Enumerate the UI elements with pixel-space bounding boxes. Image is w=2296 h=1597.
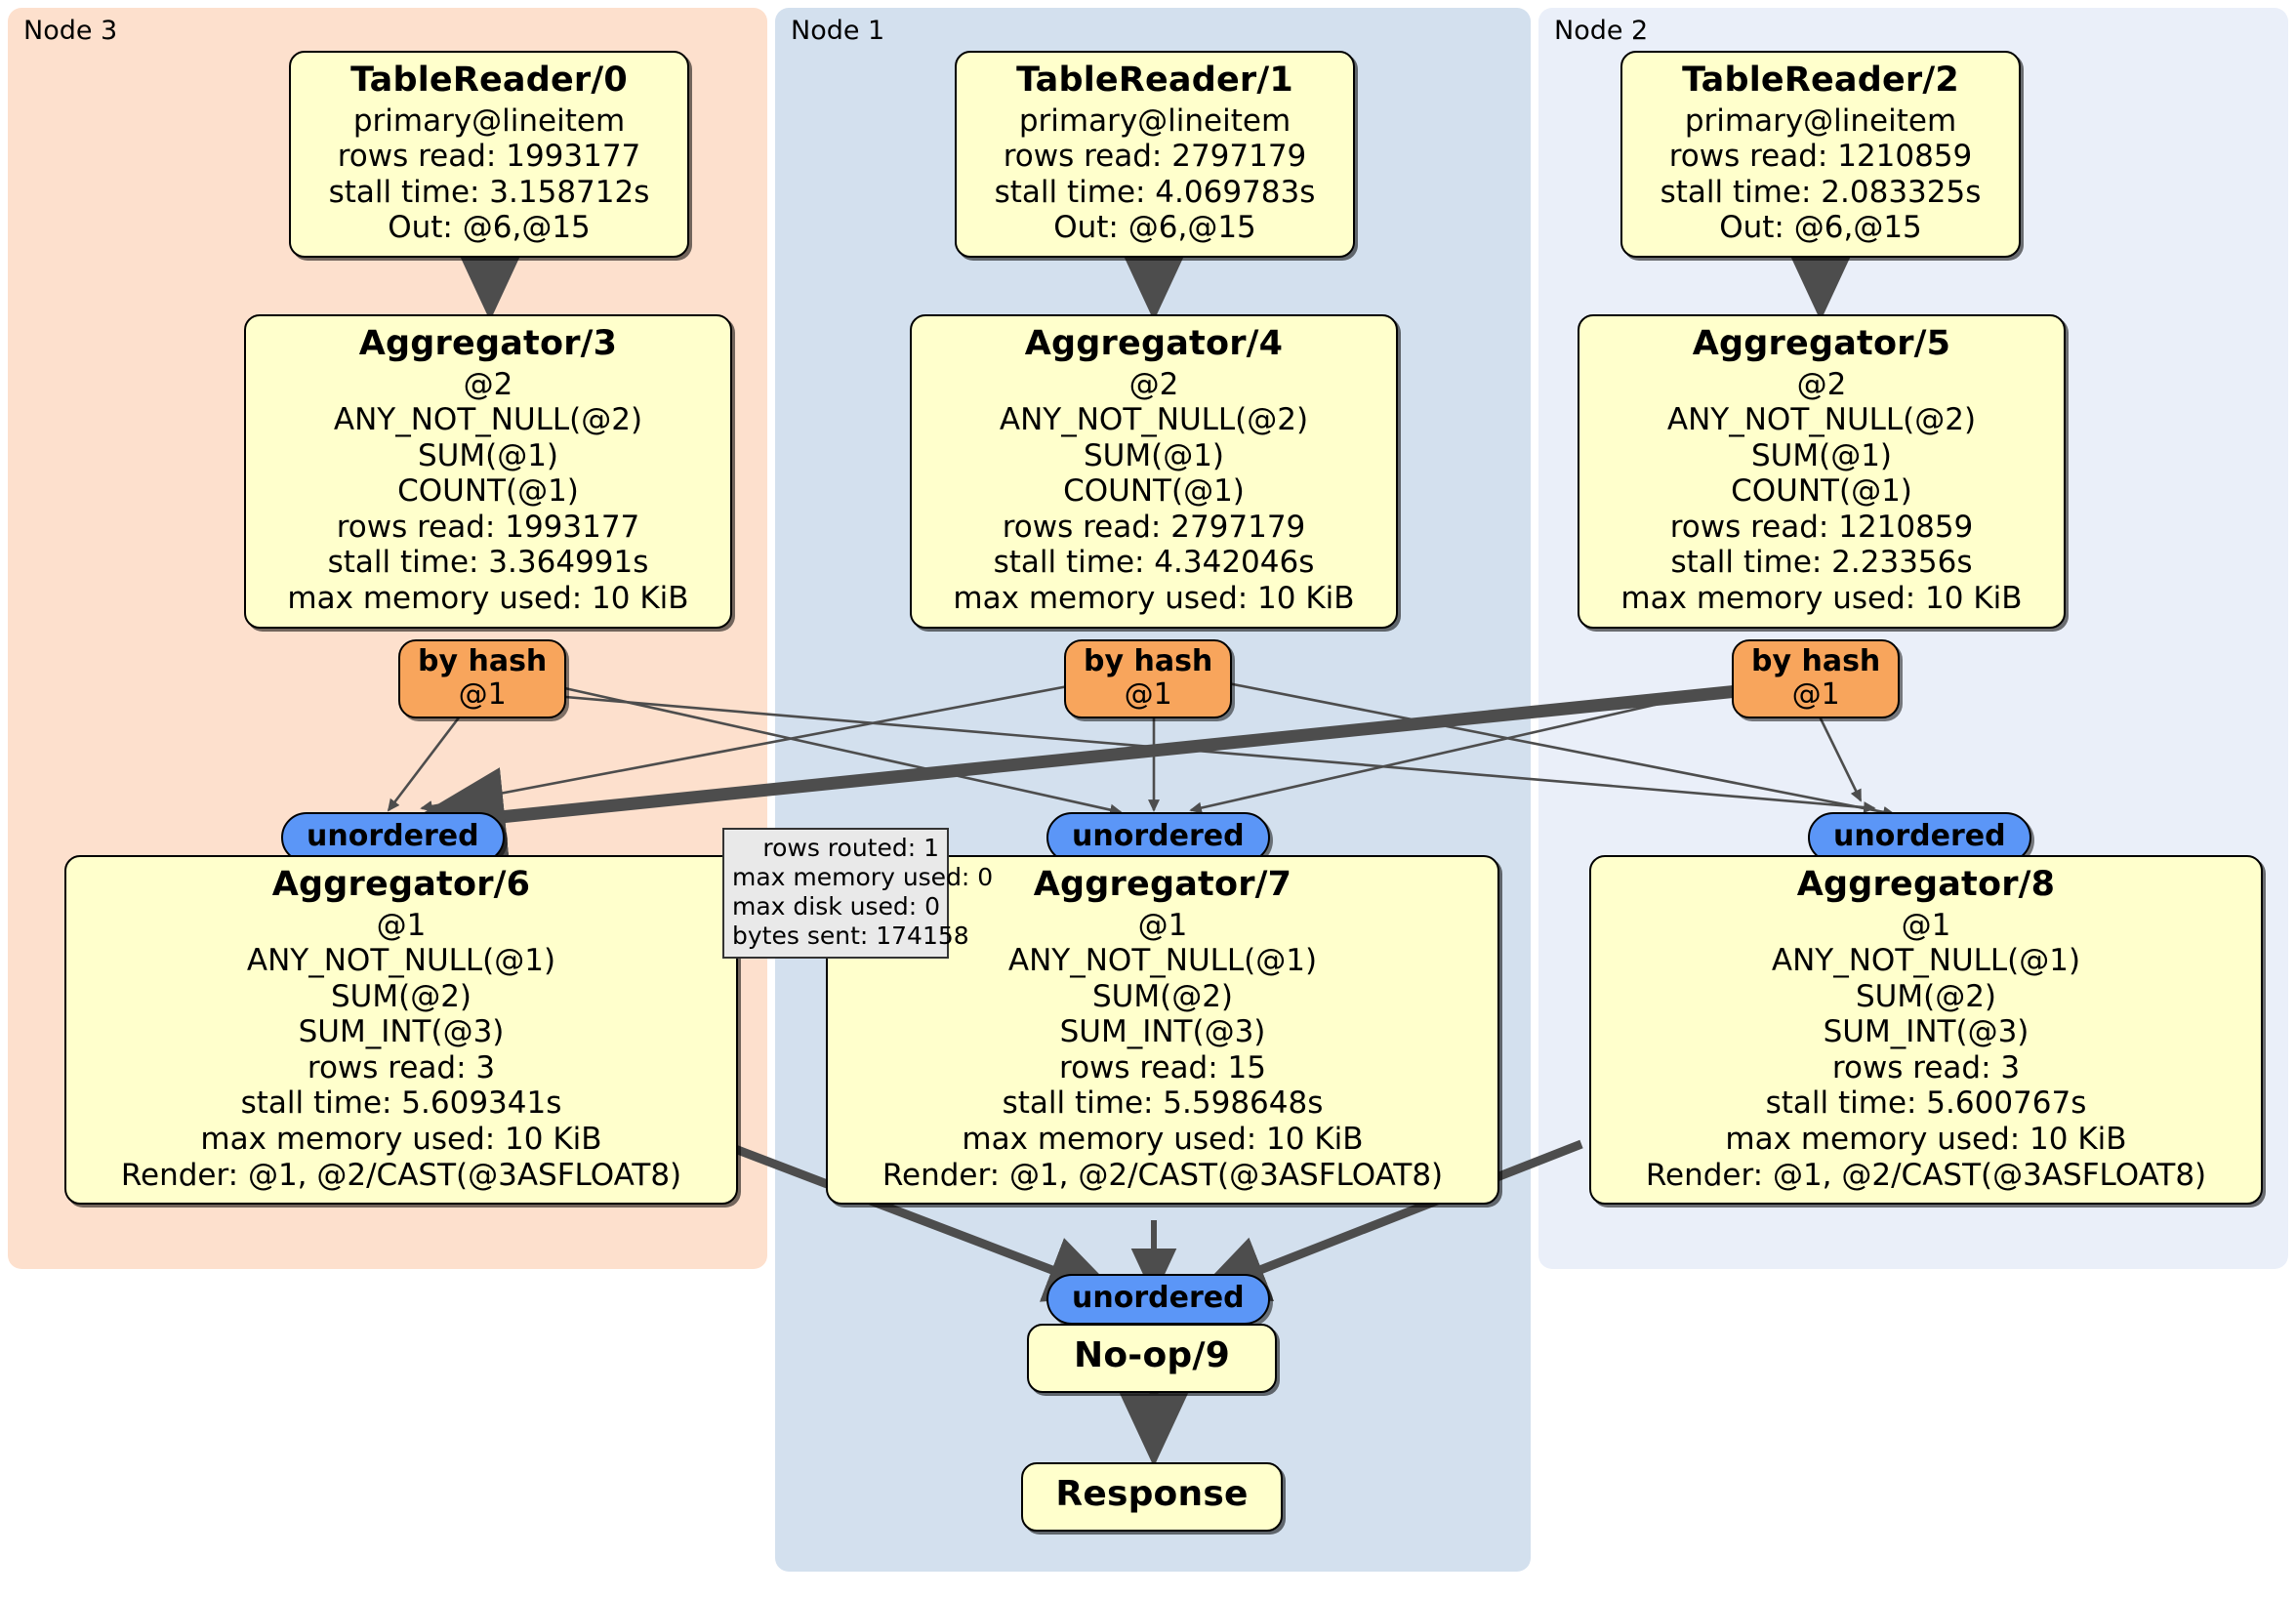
processor-title: Aggregator/6 [271, 865, 531, 904]
processor-detail-line: ANY_NOT_NULL(@2) [999, 402, 1309, 438]
cluster-label-node-3: Node 3 [23, 16, 118, 46]
processor-no-op-9[interactable]: No-op/9 [1027, 1324, 1277, 1393]
processor-tablereader-2[interactable]: TableReader/2 primary@lineitem rows read… [1620, 51, 2021, 258]
processor-detail-line: COUNT(@1) [1731, 473, 1912, 510]
processor-detail-line: stall time: 4.342046s [993, 545, 1315, 581]
processor-detail-line: @2 [1796, 366, 1847, 402]
processor-detail-line: rows read: 1993177 [337, 139, 641, 175]
stats-line: bytes sent: 174158 [732, 921, 969, 950]
processor-title: Aggregator/8 [1796, 865, 2056, 904]
processor-detail-line: stall time: 4.069783s [994, 174, 1316, 210]
processor-title: Aggregator/5 [1692, 324, 1951, 363]
processor-detail-line: Out: @6,@15 [1719, 210, 1922, 246]
processor-detail-line: COUNT(@1) [397, 473, 579, 510]
processor-detail-line: COUNT(@1) [1063, 473, 1245, 510]
processor-detail-line: rows read: 2797179 [1002, 509, 1306, 545]
processor-detail-line: stall time: 5.600767s [1765, 1085, 2087, 1122]
processor-detail-line: SUM(@1) [417, 437, 559, 473]
processor-detail-line: SUM(@1) [1750, 437, 1893, 473]
processor-title: Aggregator/3 [358, 324, 618, 363]
processor-title: TableReader/1 [1016, 61, 1293, 100]
processor-title: Aggregator/7 [1033, 865, 1292, 904]
processor-title: Aggregator/4 [1024, 324, 1284, 363]
processor-detail-line: Render: @1, @2/CAST(@3ASFLOAT8) [1645, 1157, 2207, 1193]
processor-title: TableReader/2 [1682, 61, 1959, 100]
hash-router-aggregator-4[interactable]: by hash @1 [1064, 639, 1233, 719]
processor-detail-line: stall time: 5.609341s [240, 1085, 562, 1122]
processor-detail-line: ANY_NOT_NULL(@1) [246, 943, 556, 979]
processor-detail-line: SUM(@1) [1083, 437, 1225, 473]
processor-detail-line: @1 [376, 907, 427, 943]
processor-title: Response [1055, 1474, 1249, 1514]
processor-detail-line: SUM_INT(@3) [1059, 1014, 1266, 1050]
processor-detail-line: max memory used: 10 KiB [953, 580, 1355, 616]
processor-aggregator-4[interactable]: Aggregator/4 @2 ANY_NOT_NULL(@2) SUM(@1)… [910, 314, 1398, 629]
router-column-label: @1 [1124, 676, 1172, 712]
synchronizer-unordered-final[interactable]: unordered [1046, 1274, 1270, 1325]
processor-title: TableReader/0 [350, 61, 628, 100]
processor-detail-line: @2 [463, 366, 513, 402]
processor-detail-line: @2 [1128, 366, 1179, 402]
processor-detail-line: @1 [1901, 907, 1951, 943]
processor-tablereader-0[interactable]: TableReader/0 primary@lineitem rows read… [289, 51, 689, 258]
processor-detail-line: rows read: 1210859 [1669, 509, 1974, 545]
processor-detail-line: ANY_NOT_NULL(@2) [1666, 402, 1977, 438]
processor-response[interactable]: Response [1021, 1462, 1283, 1532]
processor-detail-line: primary@lineitem [1684, 102, 1957, 139]
processor-detail-line: ANY_NOT_NULL(@2) [333, 402, 643, 438]
router-column-label: @1 [458, 676, 507, 712]
processor-detail-line: max memory used: 10 KiB [962, 1121, 1364, 1157]
processor-detail-line: stall time: 3.364991s [327, 545, 649, 581]
processor-detail-line: SUM(@2) [330, 978, 472, 1014]
hash-router-aggregator-3[interactable]: by hash @1 [398, 639, 567, 719]
stats-line: max memory used: 0 [732, 863, 994, 891]
processor-aggregator-8[interactable]: Aggregator/8 @1 ANY_NOT_NULL(@1) SUM(@2)… [1589, 855, 2263, 1206]
processor-detail-line: max memory used: 10 KiB [287, 580, 689, 616]
processor-title: No-op/9 [1074, 1335, 1230, 1375]
synchronizer-unordered-right[interactable]: unordered [1808, 812, 2031, 863]
router-type-label: by hash [1751, 644, 1881, 678]
router-type-label: by hash [418, 644, 548, 678]
router-column-label: @1 [1791, 676, 1840, 712]
processor-detail-line: Out: @6,@15 [1053, 210, 1256, 246]
processor-detail-line: rows read: 3 [1831, 1049, 2021, 1085]
processor-detail-line: @1 [1137, 907, 1188, 943]
processor-detail-line: rows read: 3 [307, 1049, 496, 1085]
processor-detail-line: ANY_NOT_NULL(@1) [1771, 943, 2081, 979]
stats-line: max disk used: 0 [732, 892, 941, 921]
processor-detail-line: rows read: 15 [1059, 1049, 1266, 1085]
processor-detail-line: SUM_INT(@3) [298, 1014, 505, 1050]
processor-detail-line: stall time: 2.23356s [1670, 545, 1973, 581]
router-stats-tooltip: rows routed: 1 max memory used: 0 max di… [722, 828, 994, 959]
processor-aggregator-7[interactable]: Aggregator/7 @1 ANY_NOT_NULL(@1) SUM(@2)… [826, 855, 1499, 1206]
processor-detail-line: SUM(@2) [1091, 978, 1234, 1014]
processor-detail-line: rows read: 2797179 [1003, 139, 1307, 175]
processor-detail-line: SUM(@2) [1855, 978, 1997, 1014]
processor-detail-line: Out: @6,@15 [388, 210, 591, 246]
processor-detail-line: max memory used: 10 KiB [1725, 1121, 2127, 1157]
processor-detail-line: rows read: 1210859 [1668, 139, 1973, 175]
processor-tablereader-1[interactable]: TableReader/1 primary@lineitem rows read… [955, 51, 1355, 258]
processor-aggregator-3[interactable]: Aggregator/3 @2 ANY_NOT_NULL(@2) SUM(@1)… [244, 314, 732, 629]
router-type-label: by hash [1084, 644, 1213, 678]
processor-detail-line: max memory used: 10 KiB [1620, 580, 2023, 616]
processor-aggregator-5[interactable]: Aggregator/5 @2 ANY_NOT_NULL(@2) SUM(@1)… [1578, 314, 2066, 629]
processor-detail-line: stall time: 3.158712s [328, 174, 650, 210]
processor-detail-line: Render: @1, @2/CAST(@3ASFLOAT8) [120, 1157, 682, 1193]
processor-detail-line: SUM_INT(@3) [1823, 1014, 2030, 1050]
processor-detail-line: primary@lineitem [352, 102, 626, 139]
hash-router-aggregator-5[interactable]: by hash @1 [1732, 639, 1901, 719]
processor-detail-line: ANY_NOT_NULL(@1) [1007, 943, 1318, 979]
cluster-label-node-2: Node 2 [1554, 16, 1649, 46]
processor-detail-line: primary@lineitem [1018, 102, 1292, 139]
processor-detail-line: stall time: 5.598648s [1002, 1085, 1324, 1122]
processor-detail-line: Render: @1, @2/CAST(@3ASFLOAT8) [882, 1157, 1444, 1193]
processor-aggregator-6[interactable]: Aggregator/6 @1 ANY_NOT_NULL(@1) SUM(@2)… [64, 855, 738, 1206]
processor-detail-line: rows read: 1993177 [336, 509, 640, 545]
cluster-label-node-1: Node 1 [791, 16, 885, 46]
synchronizer-unordered-center[interactable]: unordered [1046, 812, 1270, 863]
processor-detail-line: max memory used: 10 KiB [200, 1121, 602, 1157]
processor-detail-line: stall time: 2.083325s [1660, 174, 1982, 210]
stats-line: rows routed: 1 [762, 834, 939, 862]
